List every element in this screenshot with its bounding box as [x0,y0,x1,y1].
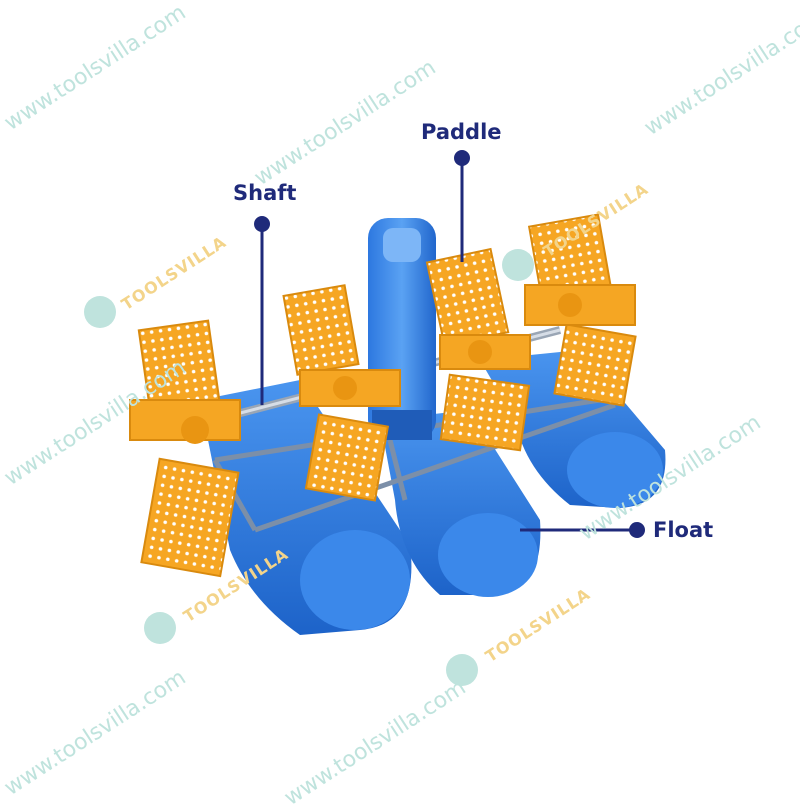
watermark-pin-icon [84,249,534,686]
float-middle [380,410,541,597]
callout-float [520,522,645,538]
paddle-wheel-left [129,319,241,578]
callout-paddle [454,150,470,262]
callout-shaft [254,216,270,405]
label-float: Float [653,518,714,542]
label-paddle: Paddle [421,120,502,144]
paddle-wheel-right-back [524,213,637,407]
paddle-wheel-center [282,284,401,502]
float-left [200,380,412,635]
label-shaft: Shaft [233,181,297,205]
paddle-wheel-right-front [425,247,531,452]
